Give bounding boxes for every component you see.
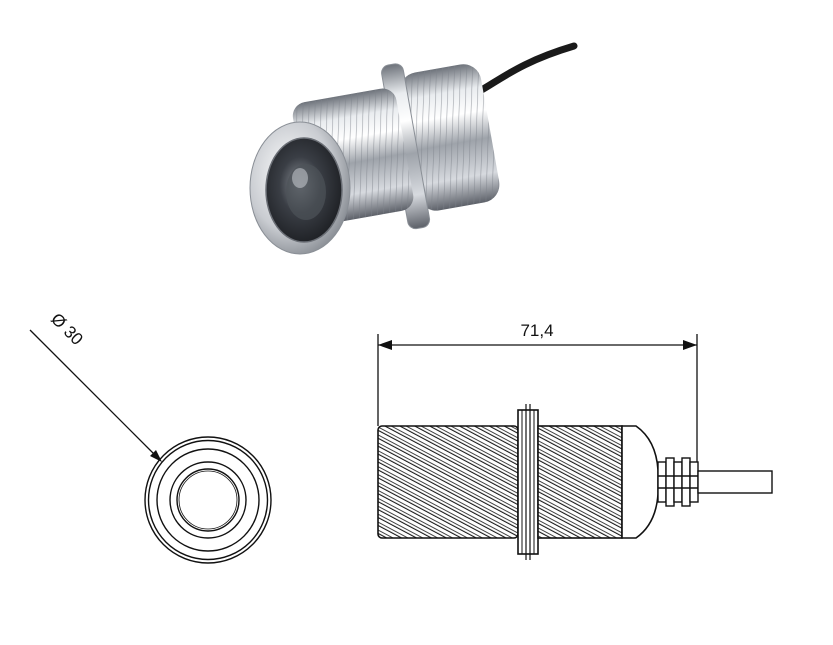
front-outer-circle bbox=[144, 436, 272, 564]
side-flange bbox=[517, 409, 539, 555]
side-cable-gland bbox=[657, 457, 699, 507]
diameter-leader bbox=[29, 329, 162, 462]
front-view bbox=[144, 436, 272, 564]
side-front-thread bbox=[377, 425, 519, 539]
side-cable bbox=[697, 470, 773, 494]
dimension-arrow-right bbox=[683, 340, 697, 350]
diameter-label: Ø 30 bbox=[47, 309, 86, 348]
length-dimension bbox=[377, 334, 698, 462]
front-bezel-circle bbox=[169, 461, 247, 539]
side-rear-thread bbox=[537, 425, 623, 539]
side-view bbox=[377, 404, 773, 560]
front-lens-circle bbox=[176, 468, 240, 532]
diameter-arrowhead bbox=[150, 450, 162, 462]
front-middle-circle bbox=[156, 448, 260, 552]
dimension-arrow-left bbox=[378, 340, 392, 350]
product-render bbox=[249, 42, 578, 255]
front-outer-circle-inner bbox=[147, 439, 269, 561]
side-end-cap bbox=[621, 425, 659, 539]
render-cable bbox=[474, 42, 578, 96]
length-label: 71,4 bbox=[520, 321, 553, 340]
